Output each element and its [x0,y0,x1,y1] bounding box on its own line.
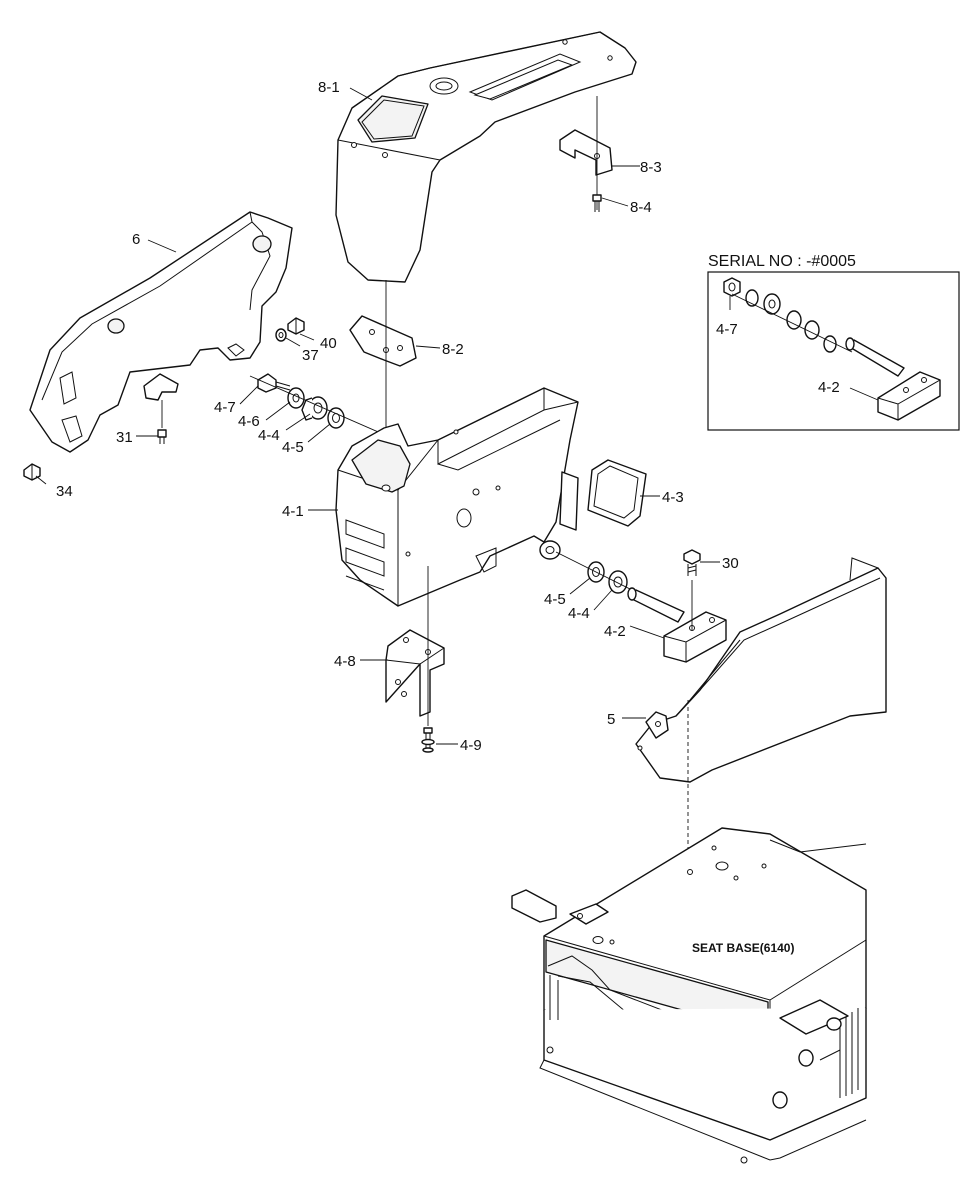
label-4-5-right: 4-5 [544,591,566,608]
part-30-bolt [683,549,701,576]
label-37: 37 [302,347,319,364]
part-4-2-pin-bracket [627,580,727,663]
part-8-1-console-cover [335,31,637,283]
part-4-8-bracket [385,566,445,726]
part-8-3-bracket [559,96,613,210]
label-8-2: 8-2 [442,341,464,358]
inset-label-4-7: 4-7 [716,321,738,338]
inset-title: SERIAL NO : -#0005 [708,253,856,270]
part-6-left-cover [29,211,293,453]
label-8-3: 8-3 [640,159,662,176]
inset-bushing [763,293,781,315]
label-4-4: 4-4 [258,427,280,444]
label-8-4: 8-4 [630,199,652,216]
label-4-1: 4-1 [282,503,304,520]
label-seat-base: SEAT BASE(6140) [692,941,794,955]
part-37-washer [275,328,287,342]
part-4-3-gasket [587,459,647,527]
inset-washer-4 [823,335,837,353]
part-4-6-washer-left [287,387,305,409]
inset-label-4-2: 4-2 [818,379,840,396]
part-5-right-cover [635,557,887,783]
label-31: 31 [116,429,133,446]
label-4-4-right: 4-4 [568,605,590,622]
label-30: 30 [722,555,739,572]
right-hardware-axis [555,551,641,595]
label-4-2: 4-2 [604,623,626,640]
part-8-2-plate [349,315,417,367]
label-6: 6 [132,231,140,248]
part-31-bracket [143,373,179,444]
part-4-4-bushing-right [608,570,628,594]
label-8-1: 8-1 [318,79,340,96]
label-4-3: 4-3 [662,489,684,506]
seat-base-assembly [511,827,867,1164]
serial-inset-box [707,271,960,431]
label-4-8: 4-8 [334,653,356,670]
label-4-9: 4-9 [460,737,482,754]
label-40: 40 [320,335,337,352]
label-34: 34 [56,483,73,500]
part-4-1-console-frame [335,387,579,607]
label-5: 5 [607,711,615,728]
part-4-7-bolt-left [257,373,291,393]
left-hardware-axis [249,375,393,439]
part-4-5-washer-left [327,407,345,429]
label-4-5: 4-5 [282,439,304,456]
leader-lines [35,87,879,745]
label-4-7: 4-7 [214,399,236,416]
inset-washer-2 [786,310,802,330]
part-40-bolt [287,317,305,335]
label-4-6: 4-6 [238,413,260,430]
part-8-4-screw [592,194,602,212]
part-4-9-bolt [421,727,435,753]
inset-part-4-7-nut [723,277,741,297]
inset-part-4-2-pin-bracket [845,337,941,421]
